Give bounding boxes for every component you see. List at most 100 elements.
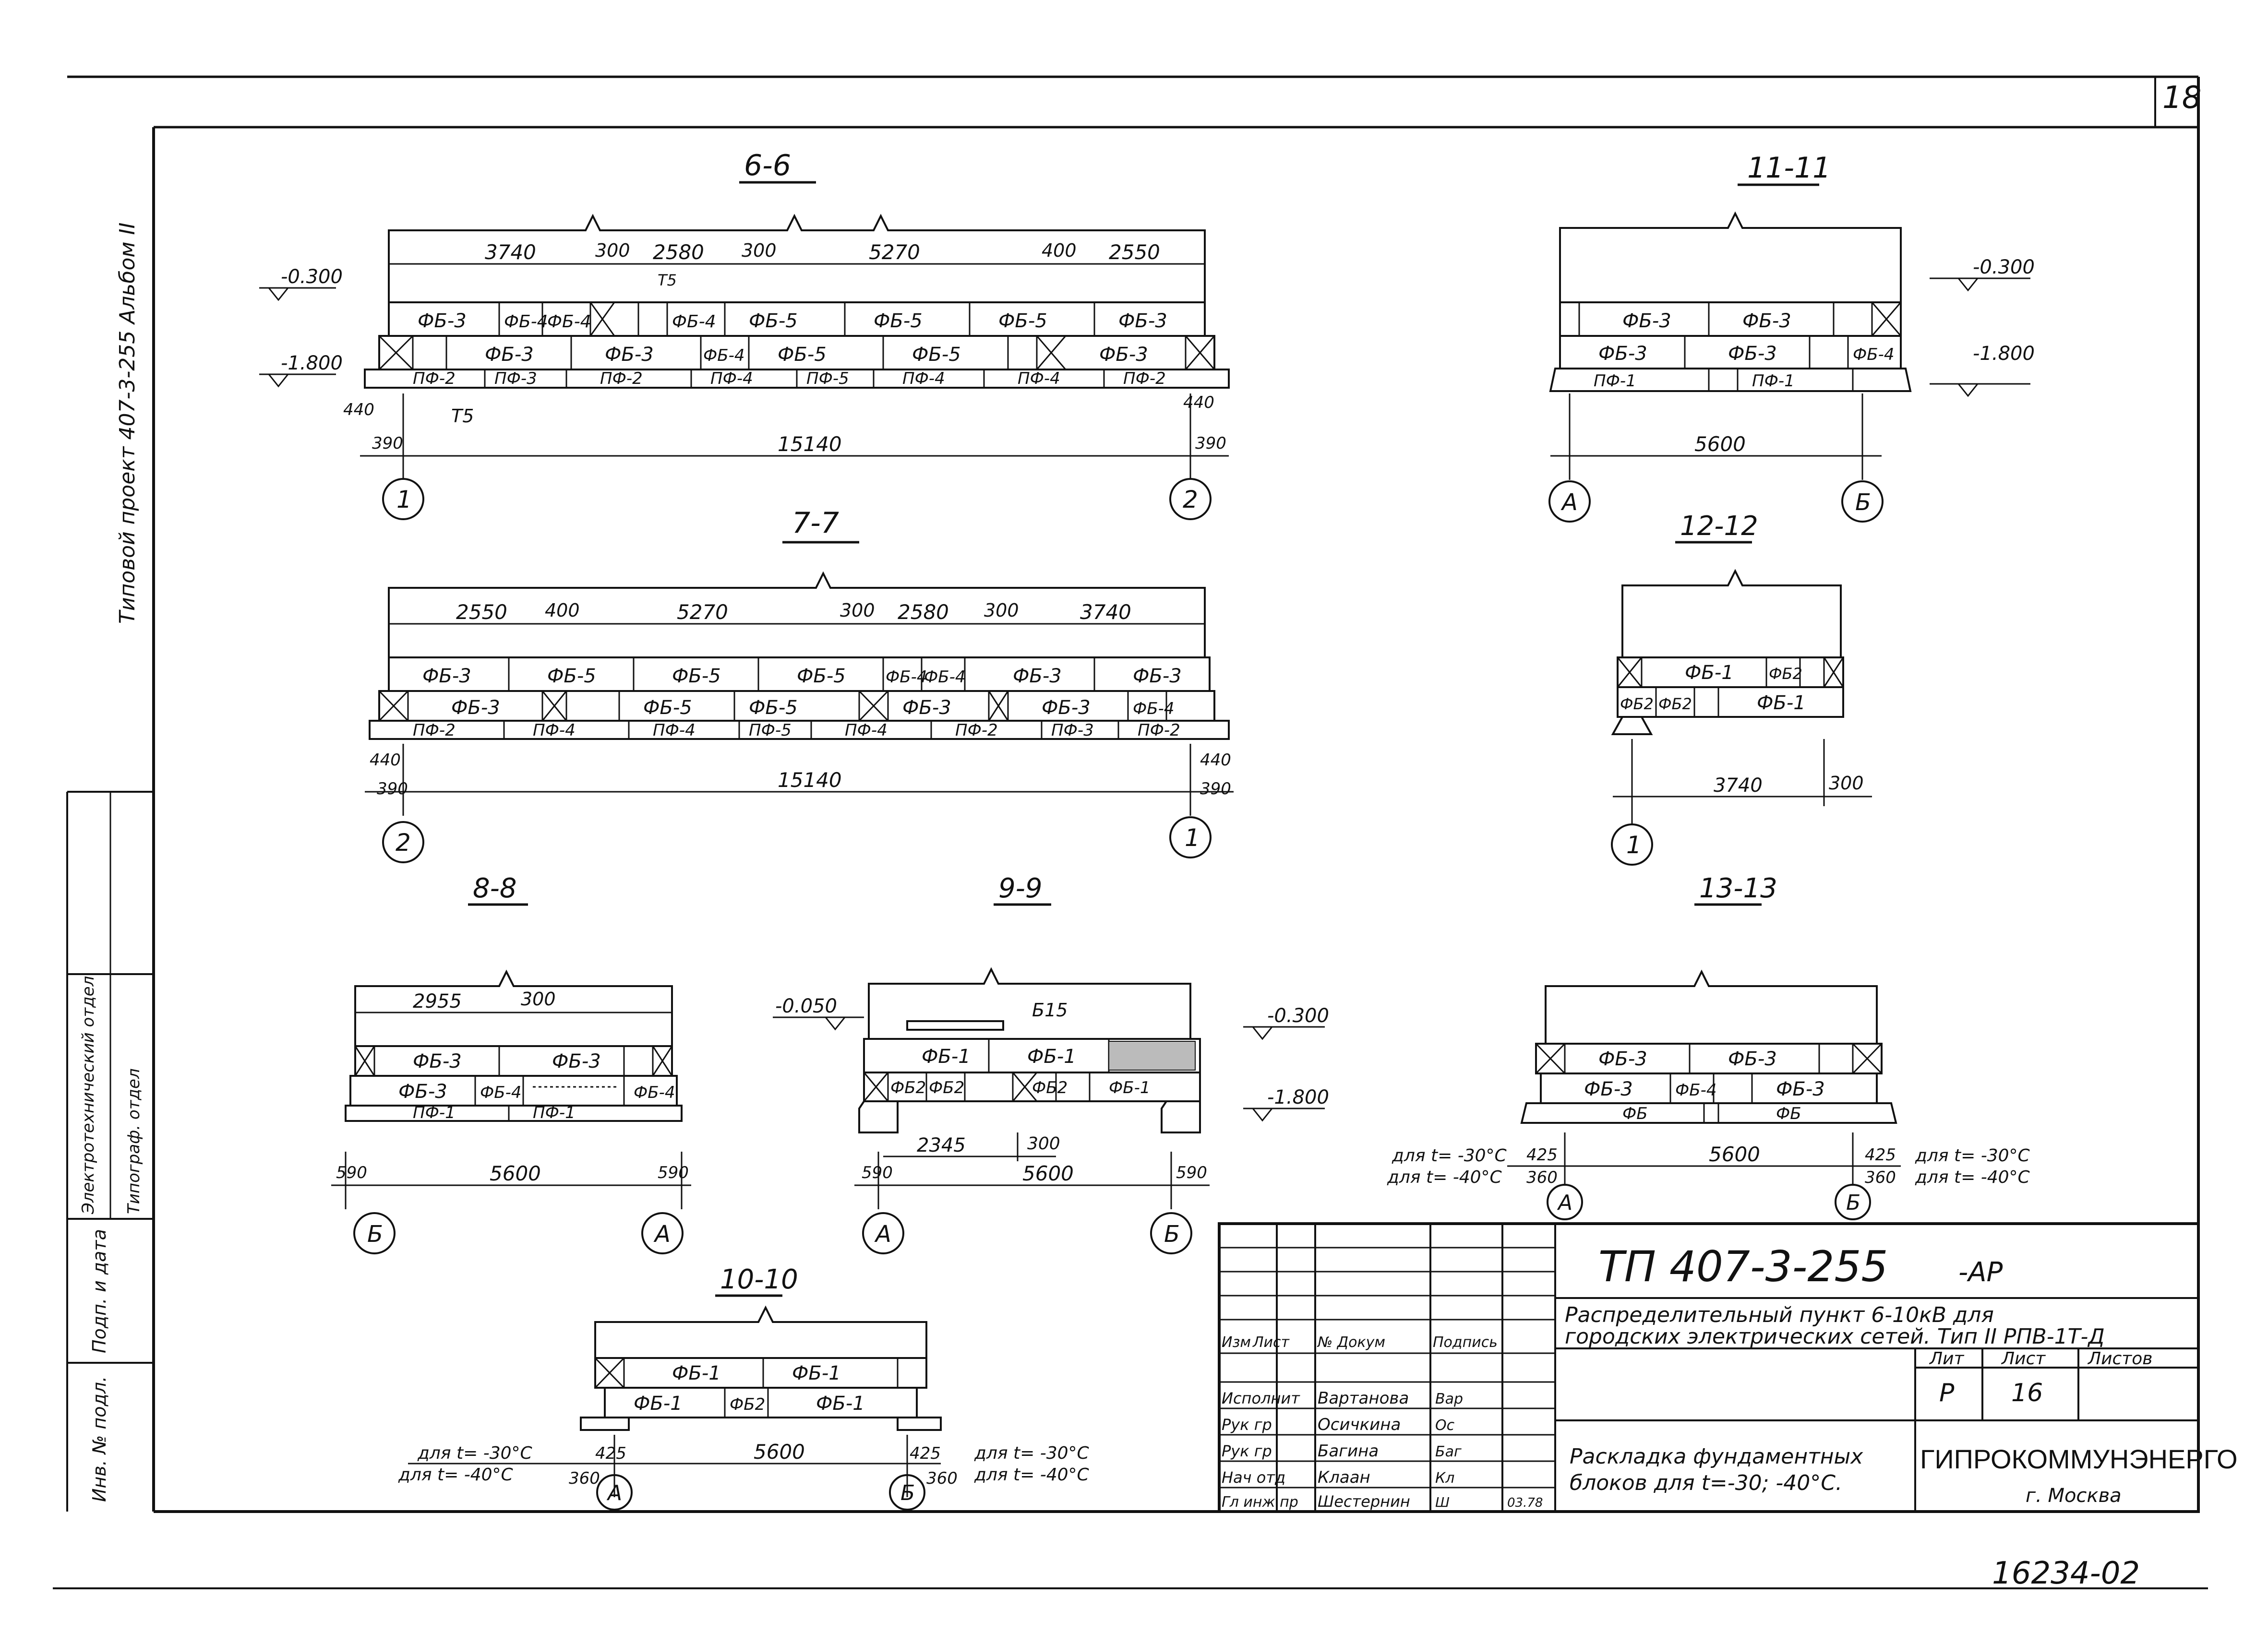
span-dim: 15140 <box>778 432 842 456</box>
block-label: ФБ-4 <box>480 1083 522 1102</box>
dim: 300 <box>742 240 777 261</box>
staff-sign: Кл <box>1435 1470 1454 1487</box>
side-dim: 440 <box>1200 751 1231 770</box>
document-suffix: -АР <box>1958 1257 2003 1288</box>
dim: 300 <box>1829 773 1864 794</box>
axis-marker: А <box>1560 489 1578 516</box>
stamp-row-1: Электротехнический отдел <box>79 976 98 1215</box>
dim: 300 <box>1027 1134 1060 1154</box>
dim: 300 <box>521 989 556 1010</box>
section-11-11: 11-11 ФБ-3 ФБ-3 ФБ-3 ФБ-3 ФБ-4 ПФ-1 ПФ-1… <box>1548 151 2035 523</box>
sign-date: 03.78 <box>1507 1496 1543 1510</box>
block-label: ФБ-1 <box>1027 1046 1076 1068</box>
side-dim: 590 <box>1176 1163 1207 1182</box>
dim: 2550 <box>1109 240 1160 264</box>
block-label: ПФ-4 <box>845 721 888 740</box>
block-label: ФБ-5 <box>547 665 596 687</box>
block-label: ФБ-3 <box>485 344 534 366</box>
project-name-line-2: городских электрических сетей. Тип II РП… <box>1565 1324 2105 1349</box>
stage-value: Р <box>1939 1379 1955 1407</box>
block-label: ФБ-3 <box>1742 310 1791 332</box>
block-label: ФБ-4 <box>886 667 927 687</box>
note: для t= -40°С <box>1387 1167 1502 1187</box>
side-dim: 360 <box>1865 1168 1896 1187</box>
header-col: Лист <box>1252 1334 1290 1351</box>
block-label: ПФ-2 <box>955 721 998 740</box>
block-label: ФБ-3 <box>451 697 500 719</box>
side-dim: 390 <box>377 779 408 798</box>
block-label: ФБ-3 <box>418 310 467 332</box>
section-8-8: 8-8 2955 300 ФБ-3 ФБ-3 ФБ-3 ФБ-4 ФБ-4 ПФ… <box>331 873 691 1254</box>
block-label: ФБ-1 <box>1109 1078 1151 1097</box>
note: для t= -30°С <box>974 1443 1090 1463</box>
block-label: ФБ-1 <box>672 1362 721 1384</box>
block-label: ФБ2 <box>1620 695 1654 713</box>
note: для t= -30°С <box>1915 1146 2030 1166</box>
block-label: ФБ-5 <box>912 344 961 366</box>
block-label: ФБ2 <box>1032 1078 1068 1097</box>
axis-marker: Б <box>1846 1191 1860 1215</box>
block-label: ПФ-1 <box>413 1103 456 1122</box>
dim: 3740 <box>485 240 536 264</box>
block-label: ФБ-3 <box>1099 344 1148 366</box>
staff-sign: Вар <box>1435 1391 1463 1407</box>
staff-role: Гл инж пр <box>1222 1494 1298 1511</box>
block-label: ФБ <box>1622 1104 1648 1123</box>
axis-marker: 2 <box>1183 486 1198 513</box>
axis-marker: 1 <box>1185 824 1200 852</box>
side-dim: 390 <box>1200 779 1231 798</box>
block-label: ФБ-1 <box>922 1046 971 1068</box>
block-label: ФБ-5 <box>778 344 827 366</box>
stage-label: Лит <box>1929 1349 1964 1369</box>
block-label: ФБ-3 <box>1042 697 1091 719</box>
block-label: ПФ-4 <box>533 721 576 740</box>
axis-marker: А <box>874 1221 891 1248</box>
block-label: ФБ-4 <box>672 312 716 332</box>
axis-marker: 1 <box>396 486 412 513</box>
side-dim: 440 <box>370 751 401 770</box>
section-title: 11-11 <box>1747 151 1831 185</box>
note: для t= -30°С <box>1392 1146 1507 1166</box>
side-dim: 425 <box>595 1444 626 1463</box>
beam-label: Б15 <box>1032 1000 1068 1021</box>
block-label: ФБ-4 <box>924 667 966 687</box>
sheet-label: Лист <box>2001 1349 2046 1369</box>
block-label: ФБ-3 <box>1133 665 1182 687</box>
side-dim: 360 <box>1526 1168 1558 1187</box>
block-label: ФБ-1 <box>1685 662 1734 684</box>
block-label: ФБ-3 <box>1598 343 1647 365</box>
block-label: ФБ2 <box>1769 665 1802 683</box>
span-dim: 5600 <box>1709 1143 1760 1166</box>
axis-marker: 1 <box>1626 831 1642 859</box>
header-col: Изм <box>1222 1334 1251 1351</box>
block-label: ФБ-3 <box>1728 1048 1777 1070</box>
block-label: ПФ-5 <box>749 721 792 740</box>
dim: 300 <box>840 600 875 621</box>
document-code: ТП 407-3-255 <box>1598 1242 1888 1291</box>
block-label: ПФ-4 <box>902 369 945 388</box>
axis-marker: Б <box>900 1481 915 1505</box>
mark-label: Т5 <box>451 405 474 427</box>
mark-label: Т5 <box>658 271 677 289</box>
block-label: ФБ-1 <box>634 1393 683 1415</box>
axis-marker: Б <box>1855 489 1871 516</box>
block-label: ФБ-1 <box>816 1393 865 1415</box>
block-label: ФБ-3 <box>1013 665 1062 687</box>
dim: 3740 <box>1080 600 1131 624</box>
axis-marker: Б <box>1164 1221 1180 1248</box>
span-dim: 5600 <box>1022 1162 1074 1185</box>
section-7-7: 7-7 2550 400 5270 300 2580 300 3740 <box>365 506 1234 863</box>
staff-name: Багина <box>1318 1441 1379 1461</box>
span-dim: 5600 <box>490 1162 541 1185</box>
block-label: ФБ2 <box>730 1395 765 1414</box>
block-label: ФБ-3 <box>1598 1048 1647 1070</box>
block-label: ФБ-5 <box>998 310 1047 332</box>
staff-name: Вартанова <box>1318 1389 1409 1408</box>
level-mark: -0.300 <box>1267 1005 1329 1027</box>
dim: 400 <box>1042 240 1077 261</box>
axis-marker: 2 <box>396 829 411 857</box>
block-label: ФБ-3 <box>1584 1078 1633 1100</box>
dim: 2955 <box>413 990 462 1013</box>
dim: 5270 <box>677 600 728 624</box>
block-label: ФБ-3 <box>1728 343 1777 365</box>
